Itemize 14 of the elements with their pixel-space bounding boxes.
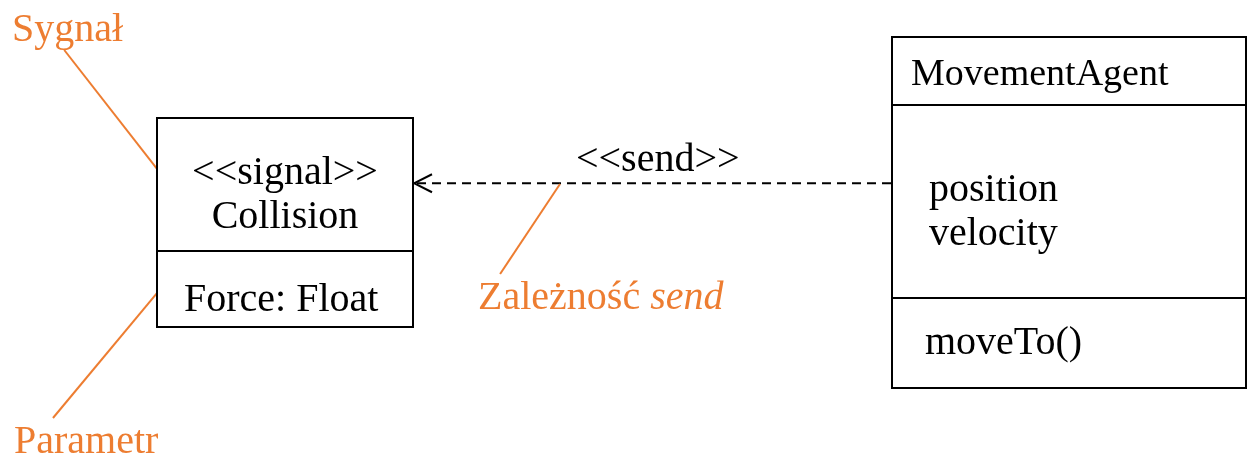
class-box [891, 36, 1247, 389]
leader-line [499, 183, 561, 275]
attribute-text: Force: Float [184, 276, 379, 320]
dependency-arrow [413, 173, 892, 194]
class-name: MovementAgent [911, 50, 1169, 94]
annotation-text: Zależność send [478, 274, 724, 318]
annotation-text: Parametr [14, 418, 159, 462]
attribute-text: velocity [929, 210, 1058, 254]
class-name: <<signal>> Collision [191, 149, 379, 237]
class-box [156, 117, 414, 328]
edge-label: <<send>> [576, 136, 740, 180]
annotation-text: Sygnał [12, 6, 124, 50]
operation-text: moveTo() [925, 319, 1083, 363]
attribute-text: position [929, 166, 1058, 210]
